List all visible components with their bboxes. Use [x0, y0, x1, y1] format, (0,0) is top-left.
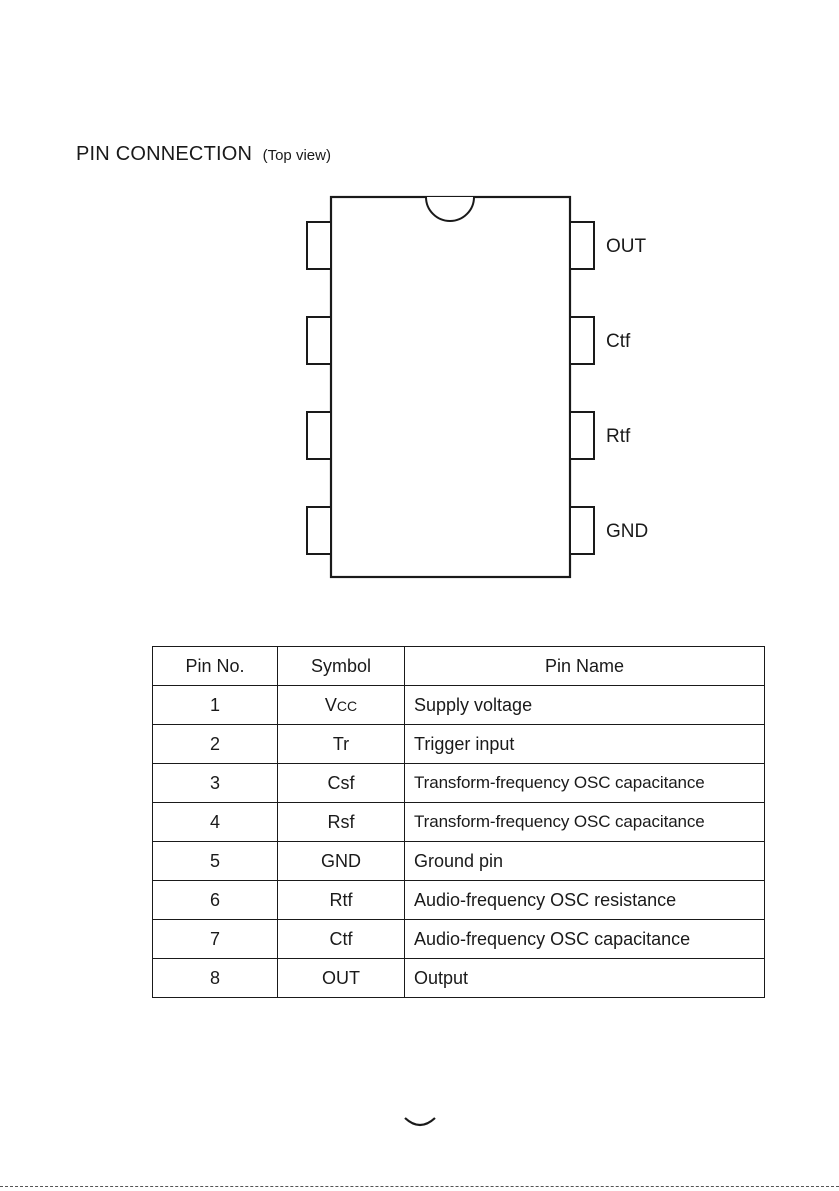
pin-name-cell: Transform-frequency OSC capacitance — [405, 764, 765, 803]
pin-label-rtf: Rtf — [606, 426, 631, 447]
pin-name-cell: Audio-frequency OSC capacitance — [405, 920, 765, 959]
symbol-cell: Rsf — [278, 803, 405, 842]
pin-no-cell: 8 — [153, 959, 278, 998]
left-pin-4 — [307, 507, 331, 554]
pin-no-cell: 5 — [153, 842, 278, 881]
bottom-edge-divider — [0, 1186, 839, 1188]
table-header-row: Pin No. Symbol Pin Name — [153, 647, 765, 686]
table-row: 3 Csf Transform-frequency OSC capacitanc… — [153, 764, 765, 803]
symbol-subscript: CC — [337, 698, 357, 714]
pin-label-out: OUT — [606, 236, 647, 257]
left-pin-3 — [307, 412, 331, 459]
symbol-cell: GND — [278, 842, 405, 881]
pin-name-cell: Transform-frequency OSC capacitance — [405, 803, 765, 842]
symbol-cell: VCC — [278, 686, 405, 725]
pin-no-cell: 1 — [153, 686, 278, 725]
symbol-cell: Rtf — [278, 881, 405, 920]
symbol-cell: Csf — [278, 764, 405, 803]
right-pin-5 — [570, 507, 594, 554]
left-pin-1 — [307, 222, 331, 269]
pin-name-cell: Audio-frequency OSC resistance — [405, 881, 765, 920]
symbol-main: V — [325, 695, 337, 715]
pin-description-table: Pin No. Symbol Pin Name 1 VCC Supply vol… — [152, 646, 765, 998]
table-row: 5 GND Ground pin — [153, 842, 765, 881]
pin-name-cell: Output — [405, 959, 765, 998]
pin-name-cell: Ground pin — [405, 842, 765, 881]
pin-no-cell: 4 — [153, 803, 278, 842]
pin-name-cell: Supply voltage — [405, 686, 765, 725]
symbol-cell: Ctf — [278, 920, 405, 959]
table-row: 8 OUT Output — [153, 959, 765, 998]
left-pin-2 — [307, 317, 331, 364]
table-row: 6 Rtf Audio-frequency OSC resistance — [153, 881, 765, 920]
symbol-cell: OUT — [278, 959, 405, 998]
pin-no-cell: 6 — [153, 881, 278, 920]
table-row: 2 Tr Trigger input — [153, 725, 765, 764]
header-pin-no: Pin No. — [153, 647, 278, 686]
right-pin-8 — [570, 222, 594, 269]
right-pin-6 — [570, 412, 594, 459]
page-mark-icon — [403, 1112, 437, 1134]
pin-no-cell: 7 — [153, 920, 278, 959]
header-pin-name: Pin Name — [405, 647, 765, 686]
table-row: 1 VCC Supply voltage — [153, 686, 765, 725]
table-row: 4 Rsf Transform-frequency OSC capacitanc… — [153, 803, 765, 842]
chip-body — [331, 197, 570, 577]
pin-label-ctf: Ctf — [606, 331, 631, 352]
pin-label-gnd: GND — [606, 521, 648, 542]
pin-no-cell: 2 — [153, 725, 278, 764]
pin-name-cell: Trigger input — [405, 725, 765, 764]
dip8-package-diagram: OUT Ctf Rtf GND — [0, 0, 839, 620]
symbol-cell: Tr — [278, 725, 405, 764]
header-symbol: Symbol — [278, 647, 405, 686]
pin-no-cell: 3 — [153, 764, 278, 803]
table-row: 7 Ctf Audio-frequency OSC capacitance — [153, 920, 765, 959]
right-pin-7 — [570, 317, 594, 364]
